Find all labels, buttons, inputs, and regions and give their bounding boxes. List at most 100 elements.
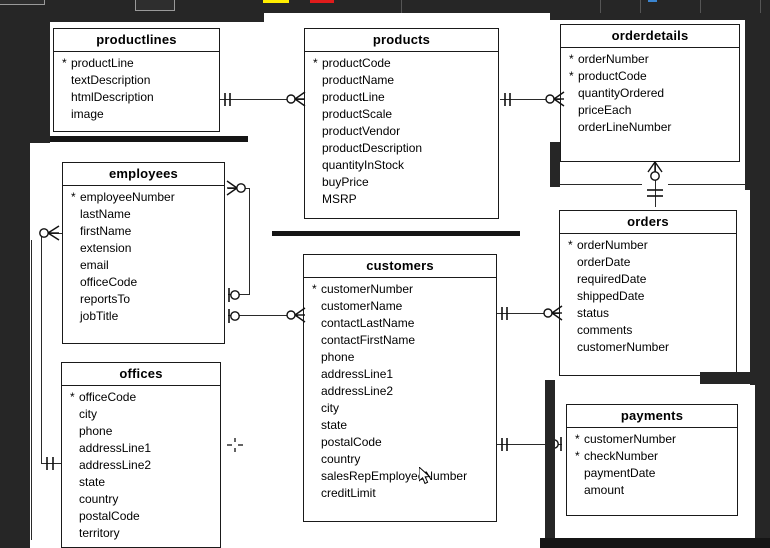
entity-attributes: customerNumber checkNumber paymentDate a… bbox=[567, 428, 737, 504]
attribute-row: buyPrice bbox=[305, 174, 498, 191]
attribute-row: postalCode bbox=[304, 434, 496, 451]
entity-title: employees bbox=[63, 163, 224, 186]
chrome-button-center[interactable] bbox=[135, 0, 175, 11]
cardinality-one-mandatory bbox=[499, 437, 513, 452]
attribute-row: productLine bbox=[305, 89, 498, 106]
attribute-name: image bbox=[71, 107, 104, 121]
entity-offices[interactable]: offices officeCode city phone addressLin… bbox=[61, 362, 221, 548]
primary-key-marker bbox=[569, 51, 578, 68]
attribute-row: orderNumber bbox=[561, 51, 739, 68]
rel-line-products-orderdetails bbox=[500, 99, 560, 100]
cardinality-one-mandatory bbox=[44, 456, 60, 471]
mask-right-mid bbox=[750, 185, 770, 385]
attribute-name: productCode bbox=[322, 56, 391, 70]
mouse-cursor bbox=[418, 465, 433, 487]
mask-bottom-right-corner bbox=[700, 372, 770, 384]
primary-key-marker bbox=[71, 189, 80, 206]
red-swatch[interactable] bbox=[310, 0, 334, 3]
entity-attributes: orderNumber orderDate requiredDate shipp… bbox=[560, 234, 736, 361]
cardinality-zero-or-one bbox=[226, 287, 244, 304]
attribute-row: addressLine2 bbox=[62, 457, 220, 474]
attribute-name: postalCode bbox=[79, 509, 140, 523]
attribute-row: productName bbox=[305, 72, 498, 89]
entity-orderdetails[interactable]: orderdetails orderNumber productCode qua… bbox=[560, 24, 740, 162]
attribute-row: priceEach bbox=[561, 102, 739, 119]
attribute-name: amount bbox=[584, 483, 625, 497]
chrome-divider-4 bbox=[700, 0, 701, 13]
rel-line-offices-employees-v bbox=[41, 233, 42, 463]
rel-line-productlines-products bbox=[220, 99, 305, 100]
primary-key-marker bbox=[62, 55, 71, 72]
attribute-row: productScale bbox=[305, 106, 498, 123]
mask-gap-between-panes bbox=[545, 380, 555, 548]
attribute-row: email bbox=[63, 257, 224, 274]
cardinality-one-mandatory bbox=[499, 306, 513, 321]
attribute-row: officeCode bbox=[62, 389, 220, 406]
primary-key-marker bbox=[312, 281, 321, 298]
entity-title: orderdetails bbox=[561, 25, 739, 48]
entity-employees[interactable]: employees employeeNumber lastName firstN… bbox=[62, 162, 225, 344]
relationship-dashed-marker bbox=[226, 437, 244, 453]
separator-bar-products bbox=[272, 231, 520, 236]
chrome-button-left[interactable] bbox=[0, 0, 45, 5]
blue-swatch[interactable] bbox=[648, 0, 657, 2]
attribute-name: extension bbox=[80, 241, 132, 255]
attribute-name: productDescription bbox=[322, 141, 423, 155]
primary-key-marker bbox=[70, 389, 79, 406]
separator-bar-top bbox=[50, 136, 248, 142]
entity-attributes: officeCode city phone addressLine1 addre… bbox=[62, 386, 220, 547]
attribute-row: shippedDate bbox=[560, 288, 736, 305]
cardinality-zero-or-many bbox=[38, 225, 62, 242]
attribute-row: htmlDescription bbox=[54, 89, 219, 106]
attribute-row: addressLine1 bbox=[304, 366, 496, 383]
entity-products[interactable]: products productCode productName product… bbox=[304, 28, 499, 219]
attribute-row: checkNumber bbox=[567, 448, 737, 465]
attribute-name: productName bbox=[322, 73, 395, 87]
attribute-row: addressLine1 bbox=[62, 440, 220, 457]
attribute-name: reportsTo bbox=[80, 292, 131, 306]
attribute-name: productLine bbox=[322, 90, 385, 104]
entity-orders[interactable]: orders orderNumber orderDate requiredDat… bbox=[559, 210, 737, 376]
mask-right-lower bbox=[755, 380, 770, 548]
entity-title: offices bbox=[62, 363, 220, 386]
attribute-row: status bbox=[560, 305, 736, 322]
attribute-name: requiredDate bbox=[577, 272, 647, 286]
attribute-name: priceEach bbox=[578, 103, 632, 117]
mask-mid-gap-right bbox=[550, 142, 560, 187]
attribute-name: email bbox=[80, 258, 109, 272]
attribute-row: city bbox=[304, 400, 496, 417]
attribute-name: addressLine2 bbox=[79, 458, 152, 472]
cardinality-zero-or-many bbox=[545, 91, 565, 108]
attribute-row: country bbox=[304, 451, 496, 468]
attribute-name: comments bbox=[577, 323, 633, 337]
entity-payments[interactable]: payments customerNumber checkNumber paym… bbox=[566, 404, 738, 516]
chrome-divider-1 bbox=[401, 0, 402, 13]
attribute-name: addressLine2 bbox=[321, 384, 394, 398]
attribute-row: productCode bbox=[561, 68, 739, 85]
yellow-swatch[interactable] bbox=[263, 0, 289, 3]
attribute-row: paymentDate bbox=[567, 465, 737, 482]
attribute-row: customerName bbox=[304, 298, 496, 315]
attribute-row: productVendor bbox=[305, 123, 498, 140]
attribute-name: productScale bbox=[322, 107, 393, 121]
attribute-row: state bbox=[62, 474, 220, 491]
attribute-name: contactFirstName bbox=[321, 333, 416, 347]
entity-productlines[interactable]: productlines productLine textDescription… bbox=[53, 28, 220, 132]
attribute-name: quantityInStock bbox=[322, 158, 405, 172]
attribute-name: contactLastName bbox=[321, 316, 415, 330]
attribute-name: customerName bbox=[321, 299, 403, 313]
attribute-row: state bbox=[304, 417, 496, 434]
rel-line-customers-payments bbox=[497, 444, 562, 445]
entity-title: products bbox=[305, 29, 498, 52]
rel-line-offices-employees-h-bottom bbox=[41, 463, 63, 464]
attribute-row: productCode bbox=[305, 55, 498, 72]
entity-customers[interactable]: customers customerNumber customerName co… bbox=[303, 254, 497, 522]
attribute-row: contactLastName bbox=[304, 315, 496, 332]
attribute-row: postalCode bbox=[62, 508, 220, 525]
attribute-name: firstName bbox=[80, 224, 132, 238]
mask-top-right bbox=[550, 13, 770, 20]
attribute-name: state bbox=[321, 418, 348, 432]
attribute-name: country bbox=[79, 492, 119, 506]
entity-attributes: productLine textDescription htmlDescript… bbox=[54, 52, 219, 128]
